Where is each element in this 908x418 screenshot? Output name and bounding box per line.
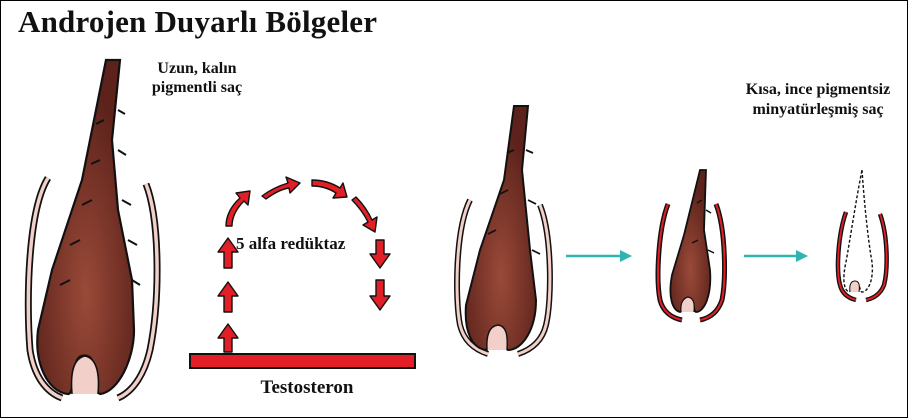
hair-follicle-icon (658, 170, 724, 320)
testosterone-bar (190, 354, 415, 368)
hair-follicle-icon (838, 170, 887, 300)
teal-arrow-icon (566, 250, 632, 262)
red-arrow-icon (218, 177, 390, 352)
teal-arrow-icon (744, 250, 808, 262)
hair-follicle-icon (457, 106, 550, 354)
hair-follicle-icon (28, 60, 157, 398)
